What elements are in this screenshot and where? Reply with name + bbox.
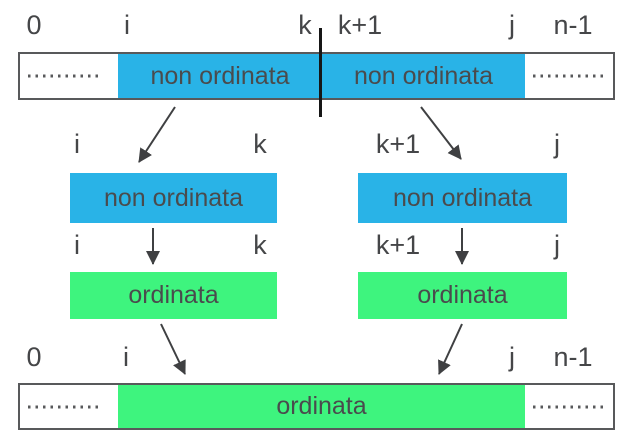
index-label-j: j (509, 342, 515, 372)
index-label-k: k (298, 10, 312, 40)
arrow-merge-left (160, 323, 186, 375)
index-label-j: j (509, 10, 515, 40)
index-label-k1: k+1 (337, 10, 383, 40)
index-label-i: i (74, 129, 80, 159)
ellipsis-dots-right (533, 74, 605, 78)
top-array-bar: non ordinata non ordinata (18, 52, 615, 100)
right-sorted-block: ordinata (358, 272, 567, 319)
index-label-i: i (124, 10, 130, 40)
arrow-split-left (138, 106, 176, 163)
arrow-merge-right (438, 323, 463, 375)
segment-label: ordinata (128, 281, 219, 309)
right-unsorted-block: non ordinata (358, 173, 567, 223)
segment-label: non ordinata (353, 61, 493, 90)
index-label-i: i (74, 230, 80, 260)
index-label-k: k (253, 230, 267, 260)
index-label-k: k (253, 129, 267, 159)
index-label-0: 0 (26, 10, 42, 40)
ellipsis-dots-right (533, 405, 605, 408)
split-divider-line (319, 28, 322, 117)
segment-label: ordinata (276, 392, 367, 420)
segment-label: non ordinata (392, 183, 532, 212)
index-label-i: i (123, 342, 129, 372)
ellipsis-dots-left (28, 405, 100, 408)
bottom-sorted-region: ordinata (118, 385, 525, 428)
left-unsorted-block: non ordinata (70, 173, 277, 223)
index-label-k1: k+1 (375, 230, 421, 260)
index-label-j: j (554, 129, 560, 159)
ellipsis-dots-left (28, 74, 100, 78)
arrow-split-right (420, 106, 462, 160)
bottom-array-bar: ordinata (18, 383, 615, 430)
left-sorted-block: ordinata (70, 272, 277, 319)
segment-label: non ordinata (150, 61, 290, 90)
index-label-k1: k+1 (375, 129, 421, 159)
segment-label: ordinata (417, 281, 508, 309)
index-label-n1: n-1 (553, 342, 593, 372)
index-label-n1: n-1 (553, 10, 593, 40)
top-unsorted-right-segment: non ordinata (322, 54, 525, 98)
index-label-j: j (554, 230, 560, 260)
top-unsorted-left-segment: non ordinata (118, 54, 322, 98)
index-label-0: 0 (26, 342, 42, 372)
segment-label: non ordinata (103, 183, 243, 212)
